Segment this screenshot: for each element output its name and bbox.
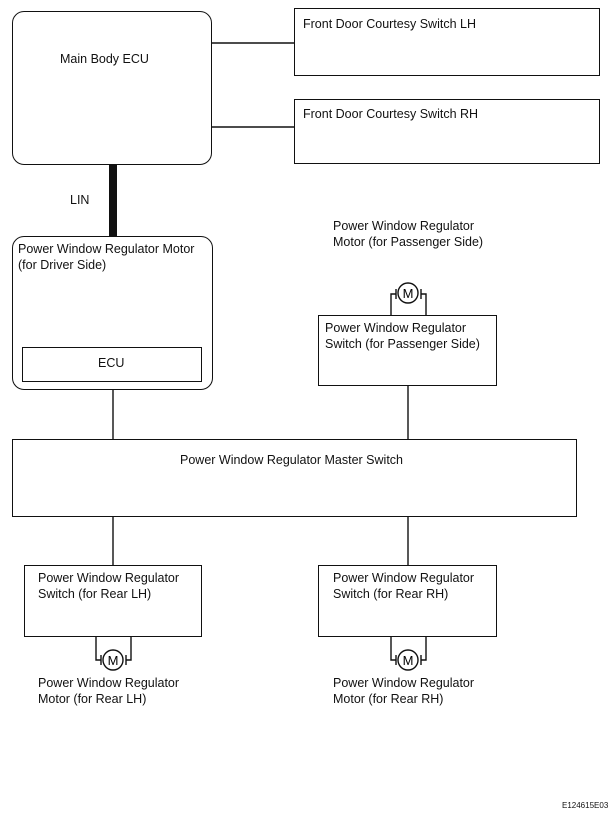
master-switch-label: Power Window Regulator Master Switch bbox=[180, 453, 403, 467]
motor-icon-rear-lh bbox=[95, 637, 132, 671]
passenger-switch-label: Power Window Regulator Switch (for Passe… bbox=[325, 321, 480, 351]
rear-rh-switch-box bbox=[318, 565, 497, 637]
motor-letter-rear-rh: M bbox=[403, 653, 414, 668]
rear-rh-switch-label: Power Window Regulator Switch (for Rear … bbox=[333, 571, 475, 601]
rear-rh-motor-label: Power Window Regulator Motor (for Rear R… bbox=[333, 676, 475, 706]
rear-lh-switch-box bbox=[24, 565, 202, 637]
driver-ecu-box bbox=[22, 347, 202, 382]
driver-motor-label: Power Window Regulator Motor (for Driver… bbox=[18, 242, 195, 272]
driver-ecu-label: ECU bbox=[98, 356, 125, 370]
lin-label: LIN bbox=[70, 193, 90, 207]
rear-lh-motor-label: Power Window Regulator Motor (for Rear L… bbox=[38, 676, 180, 706]
motor-icon-rear-rh bbox=[390, 637, 427, 671]
main-body-ecu-label: Main Body ECU bbox=[60, 52, 149, 66]
motor-letter-passenger: M bbox=[403, 286, 414, 301]
rear-lh-switch-label: Power Window Regulator Switch (for Rear … bbox=[38, 571, 180, 601]
front-door-lh-box bbox=[294, 8, 600, 76]
front-door-rh-label: Front Door Courtesy Switch RH bbox=[303, 107, 479, 121]
motor-icon-passenger bbox=[390, 282, 427, 315]
motor-letter-rear-lh: M bbox=[108, 653, 119, 668]
main-body-ecu-box bbox=[12, 11, 212, 165]
front-door-lh-label: Front Door Courtesy Switch LH bbox=[303, 17, 476, 31]
passenger-switch-box bbox=[318, 315, 497, 386]
master-switch-box bbox=[12, 439, 577, 517]
passenger-motor-label: Power Window Regulator Motor (for Passen… bbox=[333, 219, 484, 249]
front-door-rh-box bbox=[294, 99, 600, 164]
figure-id: E124615E03 bbox=[562, 801, 609, 810]
